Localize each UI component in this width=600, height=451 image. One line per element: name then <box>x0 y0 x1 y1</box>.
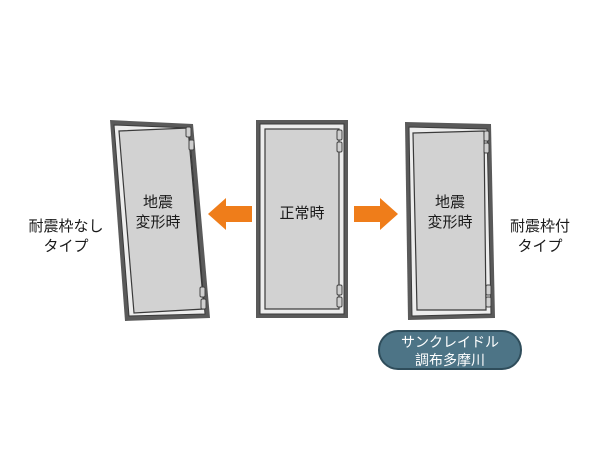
door-center-hinge-bottom2 <box>336 296 343 308</box>
door-right-hinge-top <box>483 130 490 142</box>
type-left-line2: タイプ <box>43 237 89 255</box>
type-right-line2: タイプ <box>517 237 563 255</box>
door-left-hinge-mid <box>188 139 195 151</box>
door-right-hinge-bottom2 <box>485 296 492 308</box>
door-center-hinge-mid <box>336 141 343 153</box>
door-center-hinge-bottom <box>336 284 343 296</box>
door-center-normal <box>256 120 348 318</box>
door-right-label-line1: 地震 <box>434 193 465 211</box>
door-left-label: 地震 変形時 <box>128 192 188 232</box>
arrow-left <box>208 198 252 230</box>
door-left-hinge-bottom2 <box>200 298 207 310</box>
door-right-deformed <box>405 122 495 320</box>
door-left-deformed <box>110 120 210 321</box>
door-left-label-line2: 変形時 <box>135 213 181 231</box>
door-right-panel <box>412 130 487 311</box>
type-right-label: 耐震枠付 タイプ <box>500 216 580 256</box>
door-center-label-text: 正常時 <box>279 204 325 222</box>
type-left-line1: 耐震枠なし <box>28 217 104 235</box>
badge-line1: サンクレイドル <box>401 335 499 351</box>
product-name-badge: サンクレイドル 調布多摩川 <box>378 330 522 370</box>
door-right-label-line2: 変形時 <box>427 213 473 231</box>
door-left-hinge-top <box>185 126 192 138</box>
door-center-hinge-top <box>336 129 343 141</box>
door-left-hinge-bottom <box>199 286 206 298</box>
door-right-hinge-mid <box>483 142 490 154</box>
door-left-label-line1: 地震 <box>142 193 173 211</box>
door-right-hinge-bottom <box>485 284 492 296</box>
type-right-line1: 耐震枠付 <box>509 217 570 235</box>
arrow-right <box>354 198 398 230</box>
badge-line2: 調布多摩川 <box>415 353 485 369</box>
door-center-panel <box>264 128 340 310</box>
type-left-label: 耐震枠なし タイプ <box>20 216 112 256</box>
door-center-label: 正常時 <box>266 203 338 223</box>
door-right-label: 地震 変形時 <box>420 192 480 232</box>
